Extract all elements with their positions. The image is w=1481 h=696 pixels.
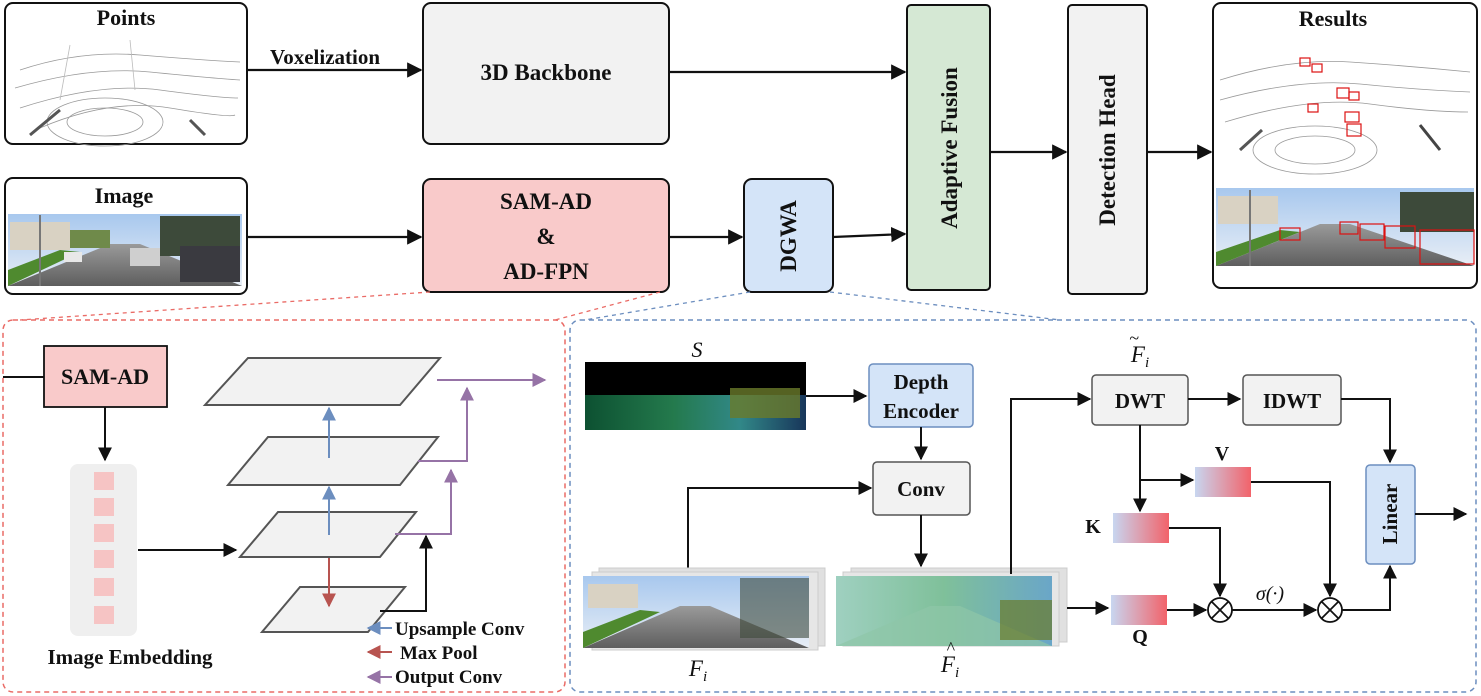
- sparse-depth-image: [585, 362, 806, 430]
- right-detail-panel: S Depth Encoder Conv Fi: [569, 319, 1477, 693]
- points-title: Points: [97, 5, 156, 30]
- backbone-3d-label: 3D Backbone: [481, 60, 612, 85]
- left-detail-panel: SAM-AD Image Embedding: [2, 319, 566, 693]
- backbone-3d-block: 3D Backbone: [422, 2, 670, 145]
- detection-head-label: Detection Head: [1095, 74, 1120, 226]
- fpn-legend: Upsample Conv Max Pool Output Conv: [366, 619, 525, 688]
- fhat-label: Fi: [940, 652, 959, 681]
- k-bar: [1113, 513, 1169, 543]
- top-arrows: [247, 62, 1213, 245]
- point-cloud-image: [14, 39, 241, 147]
- points-box: Points: [4, 2, 248, 147]
- sam-ad-line1: SAM-AD: [500, 189, 592, 214]
- q-bar: [1111, 595, 1167, 625]
- result-camera-image: [1216, 188, 1475, 266]
- legend-output: Output Conv: [395, 667, 503, 688]
- conv-label: Conv: [897, 477, 945, 501]
- adaptive-fusion-block: Adaptive Fusion: [906, 4, 991, 291]
- ftilde-accent: ~: [1129, 328, 1139, 348]
- q-label: Q: [1132, 626, 1148, 648]
- image-embedding-stack: [70, 464, 137, 636]
- results-box: Results: [1212, 2, 1478, 289]
- dgwa-block: DGWA: [743, 178, 834, 293]
- sam-ad-fpn-block: SAM-AD & AD-FPN: [422, 178, 670, 293]
- ftilde-label: Fi: [1130, 342, 1149, 371]
- s-label: S: [692, 337, 703, 362]
- depth-encoder-line1: Depth: [894, 370, 949, 394]
- linear-label: Linear: [1378, 484, 1402, 545]
- sigma-label: σ(·): [1256, 583, 1285, 605]
- legend-upsample: Upsample Conv: [395, 619, 525, 640]
- fhat-image-stack: [836, 567, 1068, 647]
- multiply-node-2: [1317, 597, 1343, 623]
- image-title: Image: [95, 183, 154, 208]
- dgwa-label: DGWA: [776, 200, 801, 272]
- depth-encoder-line2: Encoder: [883, 399, 959, 423]
- v-bar: [1195, 467, 1251, 497]
- k-label: K: [1085, 516, 1101, 538]
- results-title: Results: [1299, 6, 1368, 31]
- adaptive-fusion-label: Adaptive Fusion: [937, 67, 962, 229]
- fi-label: Fi: [688, 656, 707, 685]
- left-sam-ad-label: SAM-AD: [61, 364, 149, 389]
- dwt-label: DWT: [1115, 389, 1165, 413]
- sam-ad-line3: AD-FPN: [503, 259, 589, 284]
- fpn-layers: [202, 357, 443, 633]
- idwt-label: IDWT: [1263, 389, 1321, 413]
- v-label: V: [1215, 443, 1230, 465]
- result-point-cloud: [1219, 60, 1471, 175]
- sam-ad-line2: &: [536, 224, 555, 249]
- result-3d-boxes: [1299, 57, 1362, 137]
- fhat-accent: ^: [946, 638, 955, 658]
- legend-maxpool: Max Pool: [400, 643, 478, 664]
- voxelization-label: Voxelization: [270, 45, 380, 69]
- detection-head-block: Detection Head: [1067, 4, 1148, 295]
- zoom-guides: [19, 291, 1061, 321]
- maxpool-output-arrow: [380, 534, 433, 612]
- image-box: Image: [4, 177, 248, 295]
- fi-image-stack: [583, 567, 826, 651]
- multiply-node-1: [1207, 597, 1233, 623]
- output-arrows: [395, 373, 547, 535]
- camera-image: [8, 214, 242, 286]
- image-embedding-label: Image Embedding: [47, 645, 213, 669]
